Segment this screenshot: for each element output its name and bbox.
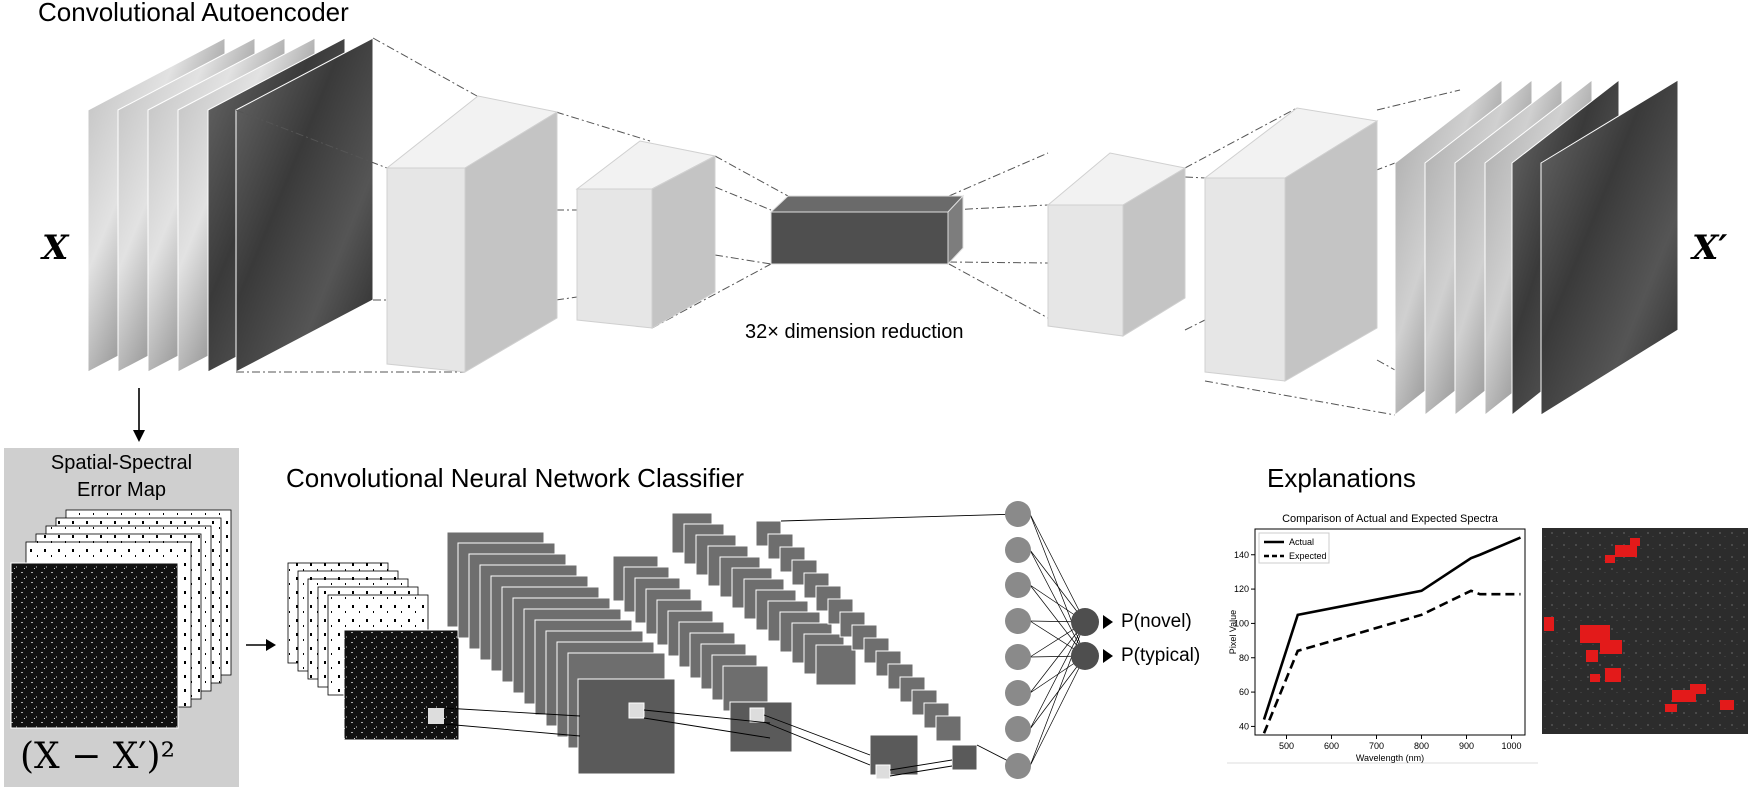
y-tick-label: 140 [1234, 550, 1249, 560]
conv-layer-group-2 [612, 555, 793, 753]
chart-xlabel: Wavelength (nm) [1356, 753, 1424, 763]
y-tick-label: 100 [1234, 618, 1249, 628]
legend-label-expected: Expected [1289, 551, 1327, 561]
series-line-expected [1262, 589, 1521, 734]
x-tick-label: 600 [1324, 741, 1339, 751]
chart-title: Comparison of Actual and Expected Spectr… [1282, 513, 1499, 525]
output-label: X′ [1692, 228, 1728, 268]
explanations-title: Explanations [1267, 463, 1416, 493]
y-tick-label: 60 [1239, 687, 1249, 697]
encoder-block-1 [385, 95, 559, 373]
conv-layer-group-3 [671, 512, 919, 780]
kernel-lines [443, 513, 1019, 777]
anomaly-heatmap [1542, 528, 1748, 734]
x-tick-label: 500 [1279, 741, 1294, 751]
bottleneck-caption: 32× dimension reduction [745, 321, 964, 343]
arrow-to-error-map [133, 388, 145, 442]
error-map-title-line1: Spatial-Spectral [50, 452, 193, 474]
encoder-block-2 [575, 140, 717, 329]
x-tick-label: 800 [1414, 741, 1429, 751]
input-image-stack [87, 37, 374, 373]
error-map-title: Spatial-Spectral Error Map [4, 450, 239, 504]
bottleneck-block [769, 194, 965, 266]
error-formula: (X − X′)² [20, 736, 176, 777]
error-map-stack [10, 509, 232, 729]
classifier-input-stack [287, 562, 460, 741]
y-tick-label: 80 [1239, 653, 1249, 663]
error-map-title-line2: Error Map [77, 479, 166, 501]
conv-layer-group-1 [446, 531, 676, 775]
chart-legend-box [1258, 532, 1330, 564]
x-tick-label: 1000 [1501, 741, 1521, 751]
decoder-block-1 [1046, 152, 1187, 337]
series-line-actual [1262, 536, 1522, 720]
output-novel-label: P(novel) [1121, 611, 1192, 632]
legend-label-actual: Actual [1289, 537, 1314, 547]
arrow-to-classifier [246, 639, 276, 651]
y-tick-label: 40 [1239, 721, 1249, 731]
output-typical-label: P(typical) [1121, 645, 1201, 666]
output-image-stack [1394, 78, 1679, 417]
x-tick-label: 900 [1459, 741, 1474, 751]
y-tick-label: 120 [1234, 584, 1249, 594]
decoder-block-2 [1203, 107, 1379, 382]
chart-ylabel: Pixel Value [1228, 610, 1238, 654]
classifier-title: Convolutional Neural Network Classifier [286, 463, 745, 493]
conv-layer-group-4 [755, 520, 978, 771]
input-label: X [42, 228, 69, 268]
dense-layer [1005, 501, 1113, 779]
autoencoder-title: Convolutional Autoencoder [38, 0, 349, 27]
x-tick-label: 700 [1369, 741, 1384, 751]
